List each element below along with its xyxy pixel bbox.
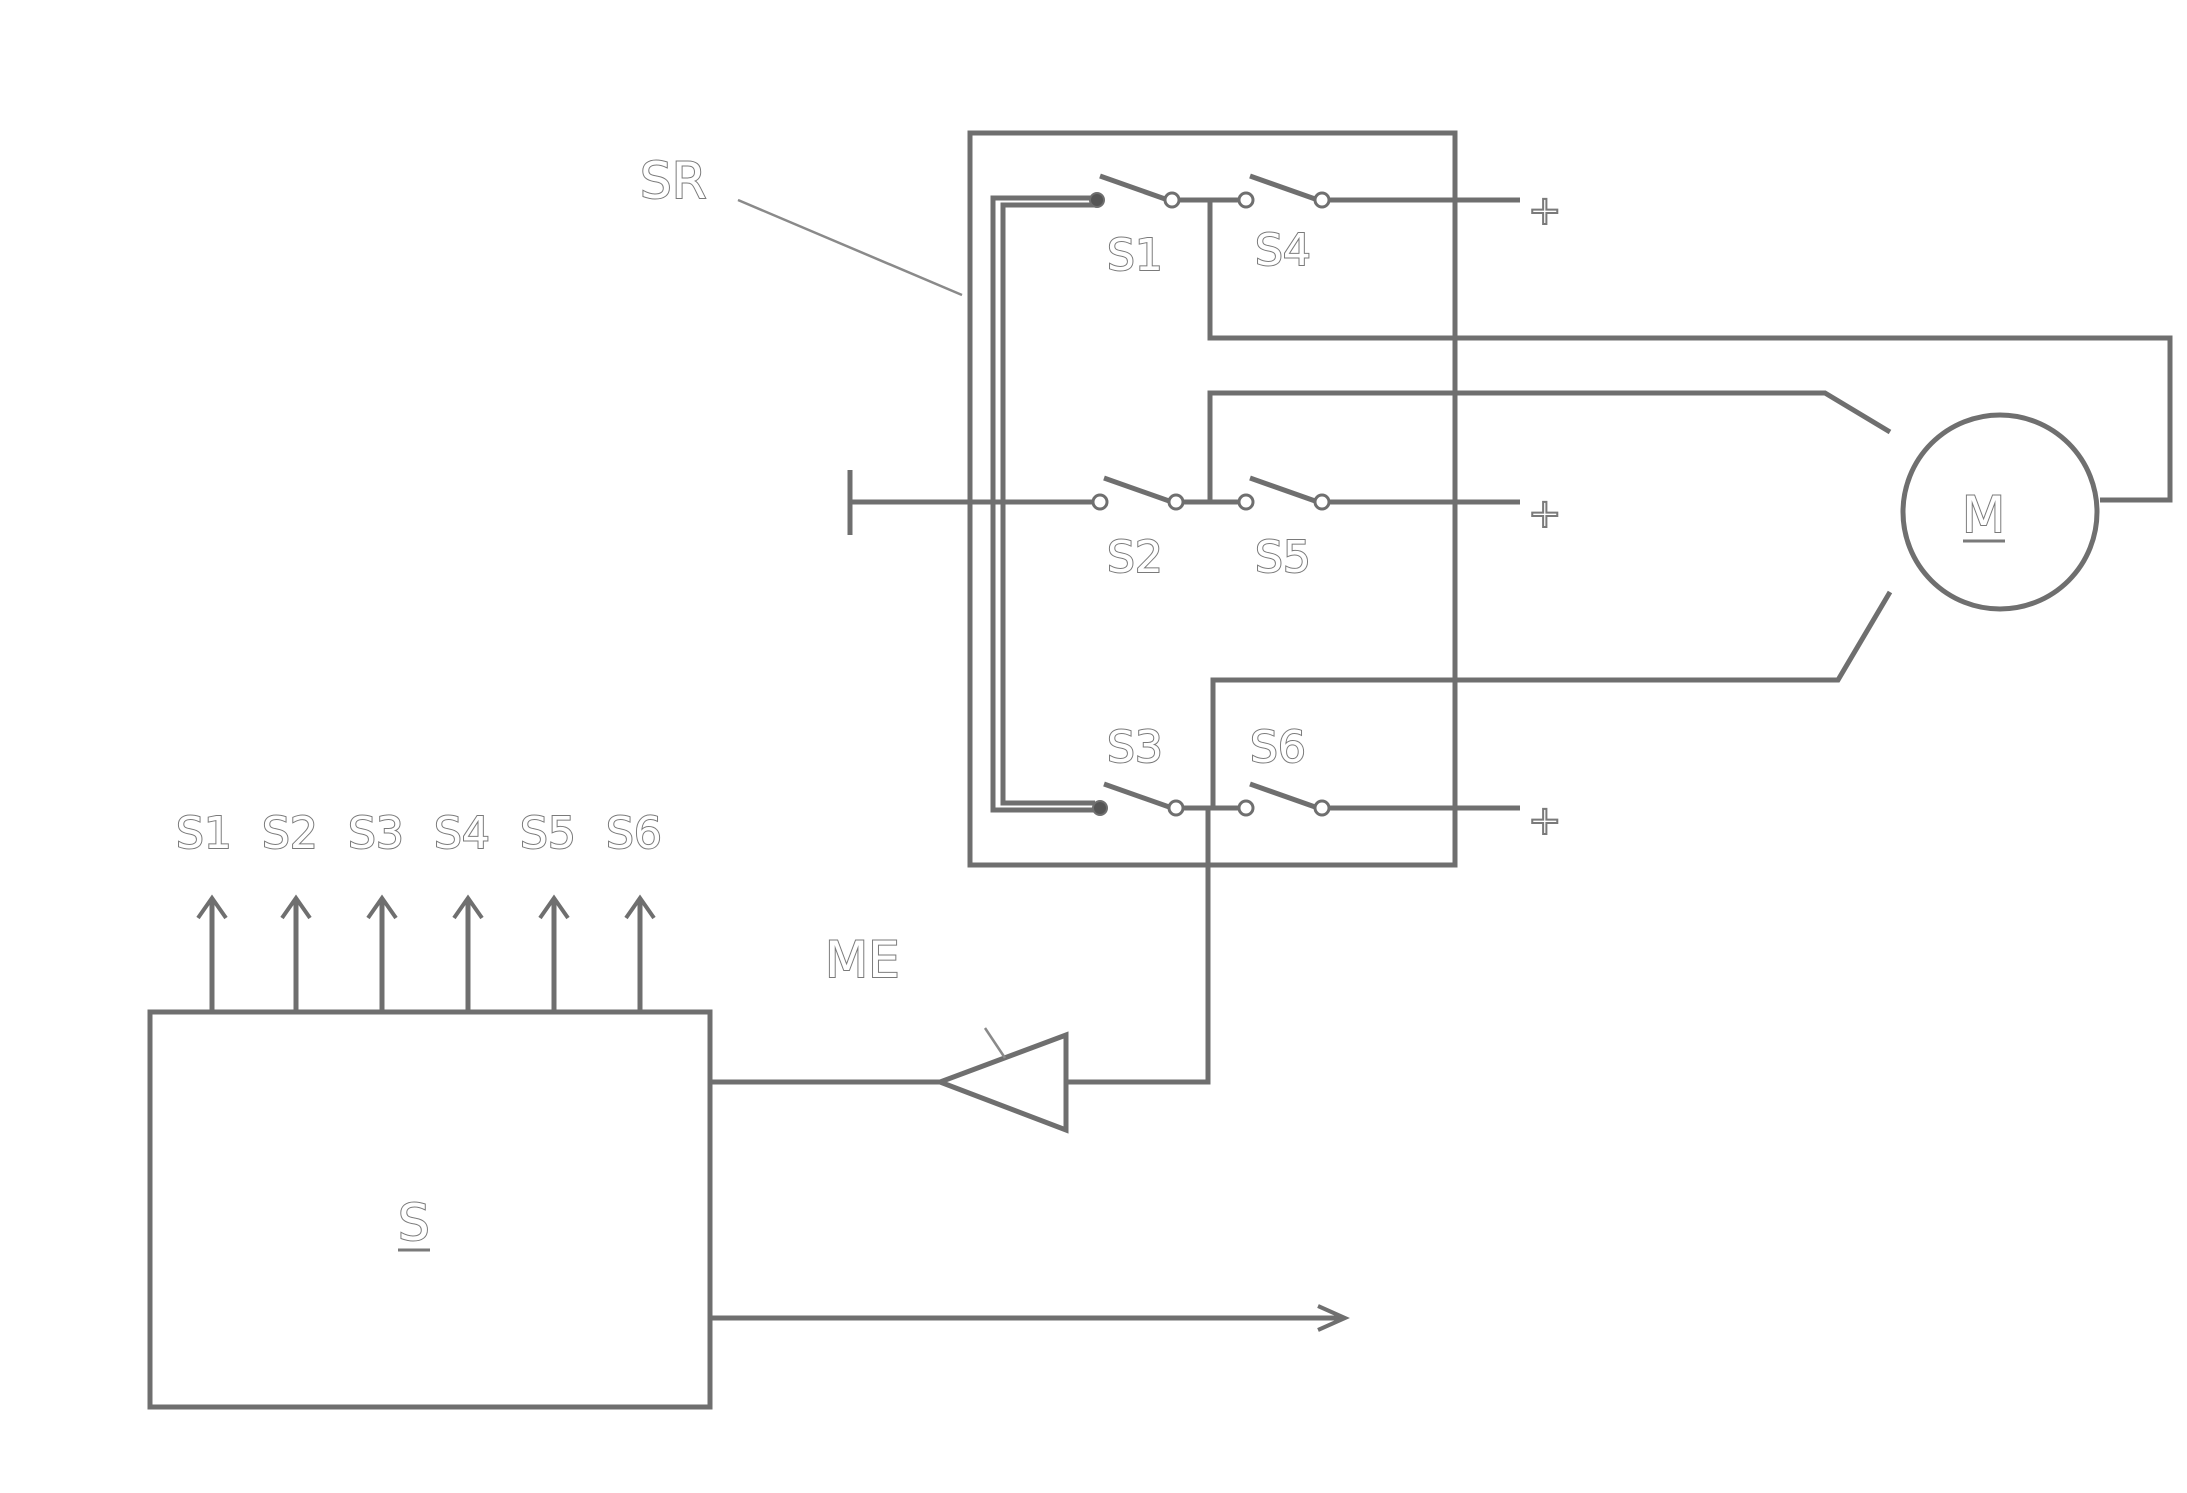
s4-blade [1250, 176, 1318, 200]
s5-left-contact [1239, 495, 1253, 509]
s3-left-contact [1093, 801, 1107, 815]
s4-right-contact [1315, 193, 1329, 207]
phase-b-wire [1210, 393, 1890, 502]
measuring-amplifier [940, 1035, 1066, 1130]
s3-blade [1104, 784, 1172, 808]
s1-label: S1 [1107, 230, 1163, 281]
cmd-label-s6: S6 [606, 808, 662, 859]
s6-right-contact [1315, 801, 1329, 815]
s5-blade [1250, 478, 1318, 502]
s2-left-contact [1093, 495, 1107, 509]
me-leader-line [985, 1028, 1005, 1058]
s5-label: S5 [1255, 532, 1311, 583]
s4-label: S4 [1255, 225, 1311, 276]
cmd-label-s3: S3 [348, 808, 404, 859]
s2-right-contact [1169, 495, 1183, 509]
phase-c-wire [1213, 592, 1890, 808]
s1-right-contact [1165, 193, 1179, 207]
s6-blade [1250, 784, 1318, 808]
s3-right-contact [1169, 801, 1183, 815]
s6-label: S6 [1250, 722, 1306, 773]
s3-label: S3 [1107, 722, 1163, 773]
s1-left-contact [1090, 193, 1104, 207]
motor-label: M [1962, 486, 2005, 544]
s2-blade [1104, 478, 1172, 502]
plus-terminal-1: + [1528, 188, 1562, 234]
s1-blade [1100, 176, 1168, 200]
s4-left-contact [1239, 193, 1253, 207]
plus-terminal-2: + [1528, 491, 1562, 537]
cmd-label-s1: S1 [176, 808, 232, 859]
controller-box [150, 1012, 710, 1407]
sr-leader-line [738, 200, 962, 295]
cmd-label-s2: S2 [262, 808, 318, 859]
sense-wire [1066, 808, 1208, 1082]
me-label: ME [825, 931, 900, 989]
sr-label: SR [640, 152, 706, 210]
cmd-label-s4: S4 [434, 808, 490, 859]
s6-left-contact [1239, 801, 1253, 815]
s5-right-contact [1315, 495, 1329, 509]
s2-label: S2 [1107, 532, 1163, 583]
cmd-label-s5: S5 [520, 808, 576, 859]
controller-label: S [398, 1194, 430, 1252]
plus-terminal-3: + [1528, 798, 1562, 844]
controller-command-arrows [198, 898, 654, 1012]
